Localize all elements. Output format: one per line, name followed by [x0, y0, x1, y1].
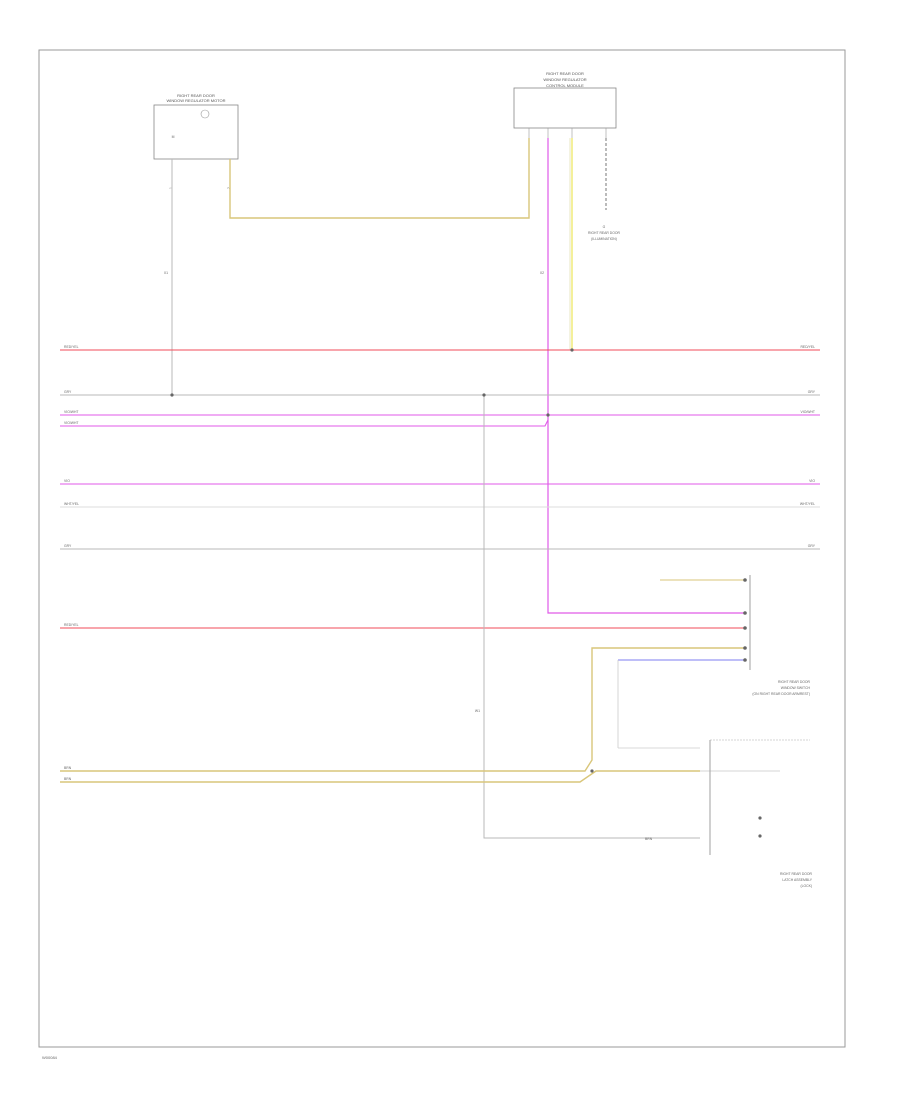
motor-pin-2: 2 [227, 187, 231, 189]
junction-dot [546, 413, 550, 417]
ground-label-2: RIGHT REAR DOOR [588, 231, 621, 235]
bus-label-pink-3: VIO [64, 479, 70, 483]
window-switch: RIGHT REAR DOOR WINDOW SWITCH (ON RIGHT … [660, 575, 811, 696]
switch-label-2: WINDOW SWITCH [781, 686, 811, 690]
switch-contact-icon [743, 578, 747, 582]
junction-dot [590, 769, 594, 773]
connector-label-2: X2 [540, 271, 544, 275]
switch-contact-icon [743, 658, 747, 662]
bus-tan-2 [60, 770, 700, 783]
bus-pink-2 [60, 419, 549, 427]
diagram-id: W00084 [42, 1055, 58, 1060]
ground-wire-label: BRN [645, 837, 653, 841]
bus-label-pink-3-r: VIO [809, 479, 815, 483]
latch-label-2: LATCH ASSEMBLY [782, 878, 812, 882]
switch-contact-icon [743, 626, 747, 630]
latch-contact-icon [758, 816, 762, 820]
bus-label-grey-1-r: GRY [808, 390, 816, 394]
module-title-1: RIGHT REAR DOOR [546, 71, 584, 76]
bus-label-white-1: WHT/YEL [64, 502, 79, 506]
bus-label-grey-1: GRY [64, 390, 72, 394]
bus-label-red-top-r: RED/YEL [800, 345, 815, 349]
wire-motor-tan [229, 138, 530, 219]
module-box [513, 87, 617, 129]
bus-label-tan-1: BRN [64, 766, 72, 770]
junction-dot [170, 393, 174, 397]
motor-title-2: WINDOW REGULATOR MOTOR [166, 98, 225, 103]
bus-label-pink-2: VIO/WHT [64, 421, 79, 425]
bus-label-grey-2-r: GRY [808, 544, 816, 548]
switch-label-1: RIGHT REAR DOOR [778, 680, 811, 684]
splice-label: W1 [475, 709, 480, 713]
bus-label-white-1-r: WHT/YEL [800, 502, 815, 506]
motor-pin-1: 1 [169, 187, 173, 189]
switch-label-3: (ON RIGHT REAR DOOR ARMREST) [752, 692, 810, 696]
bus-label-tan-2: BRN [64, 777, 72, 781]
wire-module-pink [547, 138, 745, 614]
motor-title-1: RIGHT REAR DOOR [177, 93, 215, 98]
motor-symbol-icon [200, 109, 210, 119]
latch-label-1: RIGHT REAR DOOR [780, 872, 813, 876]
connector-label-1: X1 [164, 271, 168, 275]
bus-tan-1 [60, 647, 745, 772]
window-regulator-motor: RIGHT REAR DOOR WINDOW REGULATOR MOTOR M… [153, 93, 239, 189]
latch-label-3: (LOCK) [801, 884, 813, 888]
door-latch-assembly: RIGHT REAR DOOR LATCH ASSEMBLY (LOCK) [700, 739, 813, 888]
motor-inner-label: M [172, 135, 175, 139]
bus-label-red-lower: RED/YEL [64, 623, 79, 627]
junction-dot [570, 348, 574, 352]
junction-dot [482, 393, 486, 397]
switch-contact-icon [743, 646, 747, 650]
latch-contact-icon [758, 834, 762, 838]
window-control-module: RIGHT REAR DOOR WINDOW REGULATOR CONTROL… [513, 71, 617, 138]
ground-label-1: G [603, 225, 606, 229]
motor-box [153, 104, 239, 160]
bus-label-pink-1-r: VIO/WHT [800, 410, 815, 414]
ground-label-3: (ILLUMINATION) [591, 237, 617, 241]
bus-label-red-top: RED/YEL [64, 345, 79, 349]
bus-label-grey-2: GRY [64, 544, 72, 548]
diagram-frame [38, 49, 846, 1048]
module-title-2: WINDOW REGULATOR [543, 77, 586, 82]
module-title-3: CONTROL MODULE [546, 83, 584, 88]
module-ground: G RIGHT REAR DOOR (ILLUMINATION) [588, 138, 621, 241]
wire-grey-drop [483, 395, 700, 839]
switch-contact-icon [743, 611, 747, 615]
bus-label-pink-1: VIO/WHT [64, 410, 79, 414]
